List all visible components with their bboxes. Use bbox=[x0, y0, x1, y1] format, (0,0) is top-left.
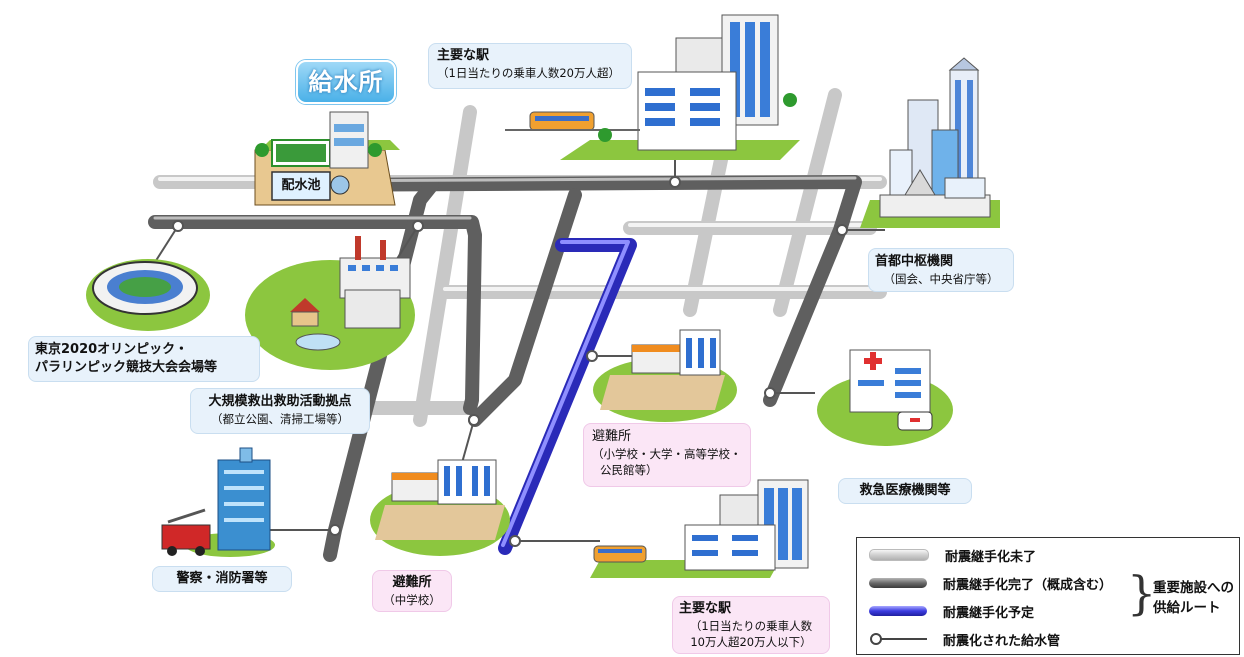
legend-route-line1: 重要施設への bbox=[1153, 580, 1234, 596]
legend-route-line2: 供給ルート bbox=[1153, 600, 1221, 616]
major-station-bottom-building bbox=[590, 479, 809, 578]
label-police-fire: 警察・消防署等 bbox=[152, 566, 292, 592]
label-major-station-bottom-sub2: 10万人超20万人以下） bbox=[690, 635, 812, 649]
label-capital-functions-sub: （国会、中央省庁等） bbox=[883, 272, 999, 286]
label-shelter-university-sub1: （小学校・大学・高等学校・ bbox=[592, 447, 742, 461]
legend-label-not-retrofitted: 耐震継手化未了 bbox=[945, 549, 1037, 565]
legend-brace: } bbox=[1127, 566, 1157, 620]
legend-swatch-planned bbox=[869, 606, 927, 616]
label-capital-functions-title: 首都中枢機関 bbox=[875, 254, 954, 269]
legend-route-note: 重要施設への 供給ルート bbox=[1153, 578, 1234, 618]
label-shelter-junior-high: 避難所 （中学校） bbox=[372, 570, 452, 612]
label-major-station-top-sub: （1日当たりの乗車人数20万人超） bbox=[437, 66, 620, 80]
legend-swatch-not-retrofitted bbox=[869, 549, 929, 561]
major-station-top-building bbox=[505, 14, 800, 160]
legend-label-planned: 耐震継手化予定 bbox=[943, 605, 1035, 621]
label-olympic-venue-line2: パラリンピック競技大会会場等 bbox=[35, 360, 218, 375]
label-rescue-base-sub: （都立公園、清掃工場等） bbox=[211, 412, 349, 426]
pipes-retrofitted bbox=[148, 175, 862, 562]
legend-row-service-pipe: 耐震化された給水管 bbox=[869, 628, 1060, 650]
label-shelter-university-title: 避難所 bbox=[592, 429, 632, 444]
label-shelter-university-sub2: 公民館等） bbox=[600, 463, 658, 477]
pipe-planned bbox=[498, 238, 637, 555]
label-major-station-top: 主要な駅 （1日当たりの乗車人数20万人超） bbox=[428, 43, 632, 89]
label-olympic-venue-line1: 東京2020オリンピック・ bbox=[35, 342, 188, 357]
legend: 耐震継手化未了 耐震継手化完了（概成含む） 耐震継手化予定 耐震化された給水管 … bbox=[856, 537, 1240, 655]
label-major-station-bottom: 主要な駅 （1日当たりの乗車人数 10万人超20万人以下） bbox=[672, 596, 830, 654]
legend-label-service-pipe: 耐震化された給水管 bbox=[943, 633, 1061, 649]
olympic-stadium bbox=[86, 259, 210, 331]
label-capital-functions: 首都中枢機関 （国会、中央省庁等） bbox=[868, 248, 1014, 292]
label-rescue-base-title: 大規模救出救助活動拠点 bbox=[208, 394, 352, 409]
fire-police-building bbox=[161, 447, 275, 557]
label-emergency-medical-title: 救急医療機関等 bbox=[859, 483, 951, 498]
legend-row-planned: 耐震継手化予定 bbox=[869, 600, 1034, 622]
label-major-station-bottom-sub1: （1日当たりの乗車人数 bbox=[689, 619, 813, 633]
label-major-station-bottom-title: 主要な駅 bbox=[679, 601, 732, 616]
shelter-university bbox=[593, 329, 737, 422]
legend-row-retrofitted: 耐震継手化完了（概成含む） bbox=[869, 572, 1112, 594]
supply-station-title: 給水所 bbox=[296, 60, 396, 104]
legend-swatch-retrofitted bbox=[869, 578, 927, 588]
shelter-junior-high bbox=[370, 459, 510, 556]
label-rescue-base: 大規模救出救助活動拠点 （都立公園、清掃工場等） bbox=[190, 388, 370, 434]
label-major-station-top-title: 主要な駅 bbox=[437, 48, 490, 63]
label-police-fire-title: 警察・消防署等 bbox=[176, 571, 268, 586]
capital-buildings bbox=[860, 57, 1000, 228]
label-olympic-venue: 東京2020オリンピック・ パラリンピック競技大会会場等 bbox=[28, 336, 260, 382]
label-shelter-junior-high-sub: （中学校） bbox=[383, 593, 441, 607]
legend-label-retrofitted: 耐震継手化完了（概成含む） bbox=[943, 577, 1113, 593]
label-shelter-junior-high-title: 避難所 bbox=[392, 575, 432, 590]
legend-row-not-retrofitted: 耐震継手化未了 bbox=[869, 544, 1036, 566]
supply-station-building bbox=[254, 111, 400, 206]
hospital bbox=[817, 349, 953, 446]
reservoir-label: 配水池 bbox=[281, 178, 321, 193]
label-emergency-medical: 救急医療機関等 bbox=[838, 478, 972, 504]
rescue-base-park bbox=[245, 236, 415, 370]
legend-swatch-service-pipe bbox=[870, 633, 927, 645]
label-shelter-university: 避難所 （小学校・大学・高等学校・ 公民館等） bbox=[583, 423, 751, 487]
